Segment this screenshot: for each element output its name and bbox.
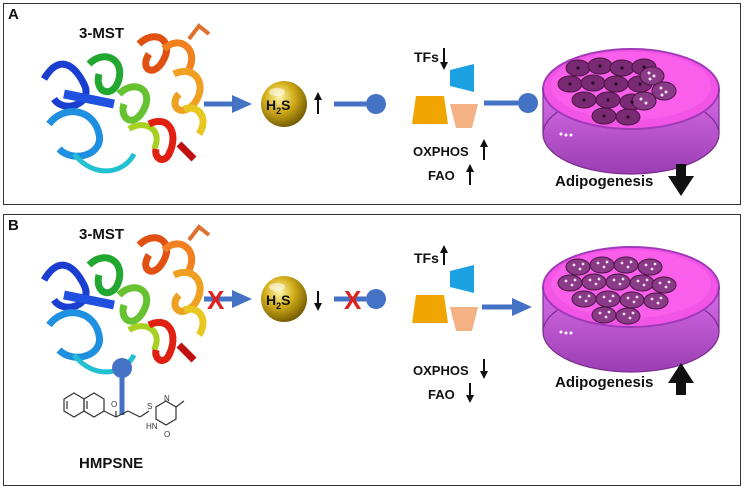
svg-text:H2S: H2S bbox=[266, 292, 290, 311]
tfs-label-b: TFs bbox=[414, 250, 439, 266]
adipogenesis-label-b: Adipogenesis bbox=[555, 374, 653, 391]
panel-b: B 3-MST bbox=[3, 214, 741, 486]
tf-orange-shape bbox=[412, 96, 448, 124]
panel-b-diagram: 3-MST bbox=[40, 224, 720, 472]
panel-b-letter: B bbox=[8, 217, 19, 234]
h2s-sphere: H2S bbox=[261, 81, 307, 127]
protein-label: 3-MST bbox=[79, 25, 124, 42]
h2s-down-arrow-icon bbox=[314, 291, 322, 311]
activation-arrow-2 bbox=[482, 298, 532, 316]
petri-dish-icon bbox=[542, 48, 720, 175]
h2s-text-b: H bbox=[266, 292, 276, 308]
tfs-up-arrow-icon bbox=[440, 245, 448, 265]
oxphos-label: OXPHOS bbox=[413, 144, 469, 159]
activation-arrow-1 bbox=[204, 95, 252, 113]
molecule-atom-o2: O bbox=[164, 430, 170, 439]
h2s-subscript-b: 2 bbox=[276, 301, 281, 311]
inhibitor-line bbox=[112, 358, 132, 415]
h2s-tail-b: S bbox=[281, 292, 290, 308]
inhibitor-label: HMPSNE bbox=[79, 455, 143, 472]
block-x-2: X bbox=[344, 285, 362, 315]
h2s-subscript: 2 bbox=[276, 106, 281, 116]
protein-structure-icon bbox=[40, 23, 211, 174]
block-x-1: X bbox=[207, 285, 225, 315]
adipogenesis-down-arrow-icon bbox=[668, 164, 694, 196]
petri-dish-icon-b bbox=[542, 246, 720, 373]
h2s-tail: S bbox=[281, 97, 290, 113]
inhibition-line-blocked bbox=[334, 289, 386, 309]
h2s-text: H bbox=[266, 97, 276, 113]
inhibition-line-1 bbox=[334, 94, 386, 114]
fao-label: FAO bbox=[428, 168, 455, 183]
svg-text:H2S: H2S bbox=[266, 97, 290, 116]
tfs-label: TFs bbox=[414, 49, 439, 65]
fao-label-b: FAO bbox=[428, 387, 455, 402]
panel-a: A 3-MST bbox=[3, 3, 741, 205]
oxphos-down-arrow-icon bbox=[480, 359, 488, 379]
molecule-atom-n: N bbox=[164, 394, 170, 403]
fao-down-arrow-icon bbox=[466, 383, 474, 403]
adipogenesis-up-arrow-icon bbox=[668, 363, 694, 395]
molecule-atom-s: S bbox=[147, 402, 152, 411]
tf-blue-shape bbox=[450, 64, 474, 92]
oxphos-label-b: OXPHOS bbox=[413, 363, 469, 378]
tf-orange-shape-b bbox=[412, 295, 448, 323]
oxphos-up-arrow-icon bbox=[480, 139, 488, 160]
tfs-down-arrow-icon bbox=[440, 48, 448, 70]
protein-structure-icon-b bbox=[40, 224, 211, 375]
molecule-atom-hn: HN bbox=[146, 422, 158, 431]
activation-arrow-blocked bbox=[204, 290, 252, 308]
hmpsne-molecule-icon bbox=[63, 392, 185, 426]
panel-a-letter: A bbox=[8, 6, 19, 23]
molecule-atom-o1: O bbox=[111, 400, 117, 409]
h2s-sphere-b: H2S bbox=[261, 276, 307, 322]
inhibition-line-2 bbox=[484, 93, 538, 113]
fao-up-arrow-icon bbox=[466, 164, 474, 185]
panel-a-diagram: 3-MST H2S bbox=[40, 23, 720, 196]
tf-peach-shape-b bbox=[450, 307, 478, 331]
tf-blue-shape-b bbox=[450, 265, 474, 293]
protein-label-b: 3-MST bbox=[79, 226, 124, 243]
tf-peach-shape bbox=[450, 104, 478, 128]
adipogenesis-label: Adipogenesis bbox=[555, 173, 653, 190]
h2s-up-arrow-icon bbox=[314, 92, 322, 114]
